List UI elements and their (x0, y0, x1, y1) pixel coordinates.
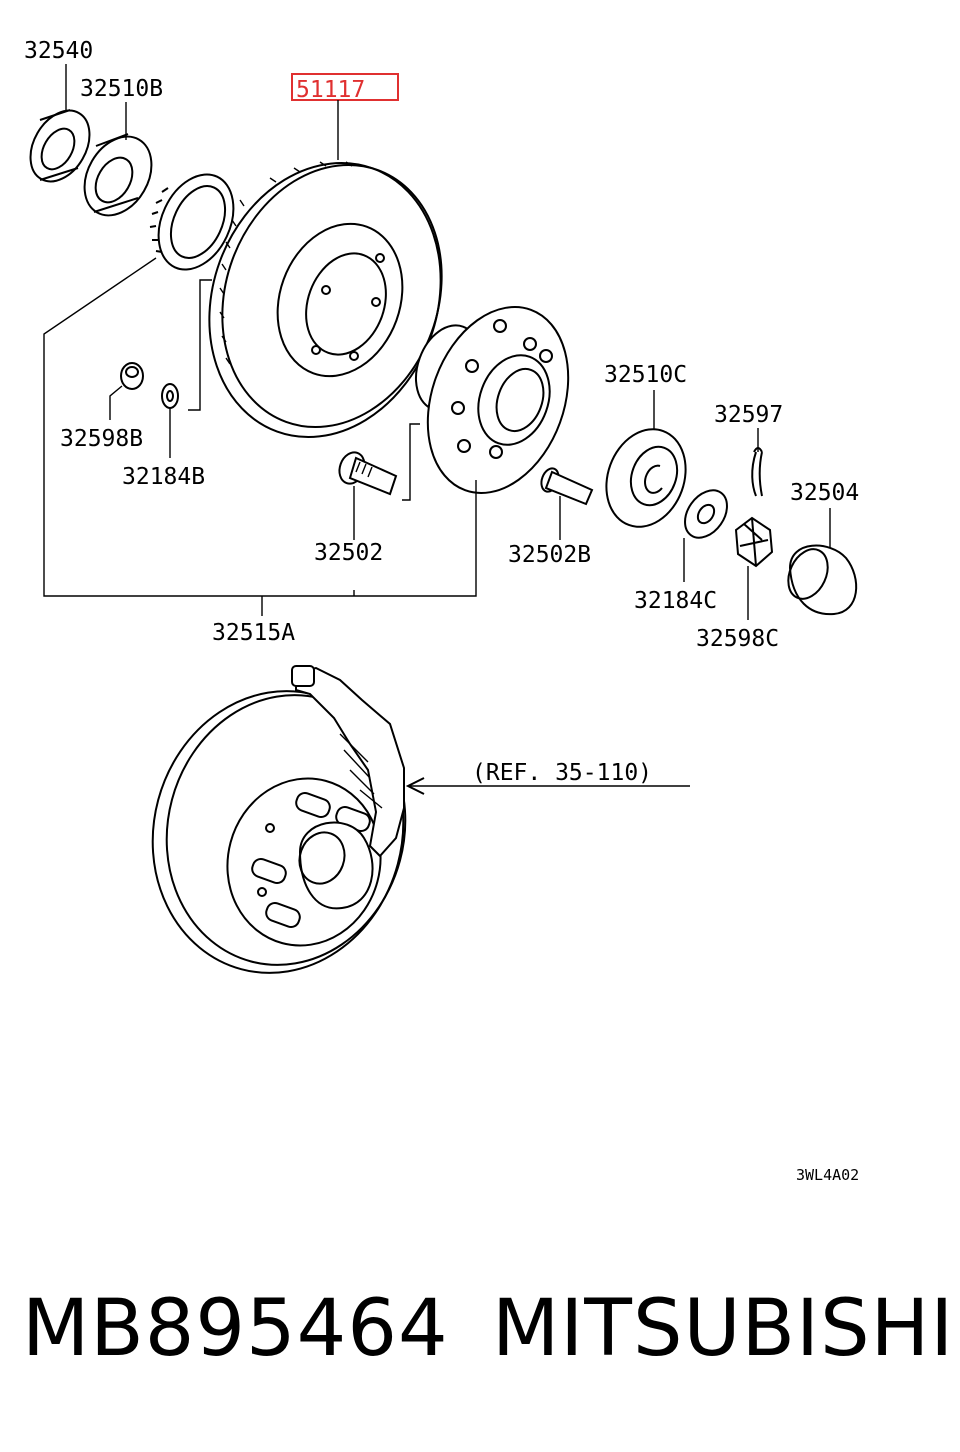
oil-seal-32540 (29, 109, 91, 183)
part-number: MB895464 (22, 1284, 449, 1374)
callout-32598b: 32598B (60, 426, 143, 452)
callout-32184c: 32184C (634, 588, 717, 614)
hub-cap-32504 (787, 544, 858, 616)
nut-32598b (120, 362, 144, 390)
callout-32502: 32502 (314, 540, 383, 566)
callout-32502b: 32502B (508, 542, 591, 568)
highlight-box (291, 73, 399, 101)
callout-32597: 32597 (714, 402, 783, 428)
figure-code: 3WL4A02 (796, 1166, 859, 1184)
callout-32504: 32504 (790, 480, 859, 506)
washer-32184b (161, 383, 179, 409)
brand-name: MITSUBISHI (492, 1284, 955, 1374)
callout-32510b: 32510B (80, 76, 163, 102)
assembly-bracket (43, 257, 477, 616)
ref-leader (405, 777, 690, 795)
wheel-stud-32502 (338, 451, 398, 496)
callout-ref: (REF. 35-110) (472, 760, 652, 786)
cotter-pin-32597 (751, 447, 763, 497)
callout-51117: 51117 (296, 77, 365, 103)
callout-32598c: 32598C (696, 626, 779, 652)
brake-disc-51117 (208, 161, 443, 439)
castle-nut-32598c (734, 516, 774, 568)
assembled-brake-view (151, 665, 407, 974)
bolt-32502b (540, 467, 594, 506)
callout-32515a: 32515A (212, 620, 295, 646)
callout-32540: 32540 (24, 38, 93, 64)
bearing-32510c (605, 428, 687, 528)
callout-32184b: 32184B (122, 464, 205, 490)
bearing-32510b (83, 133, 153, 217)
abs-tone-ring (149, 173, 235, 271)
washer-32184c (684, 489, 728, 539)
callout-32510c: 32510C (604, 362, 687, 388)
wheel-hub (415, 306, 570, 494)
